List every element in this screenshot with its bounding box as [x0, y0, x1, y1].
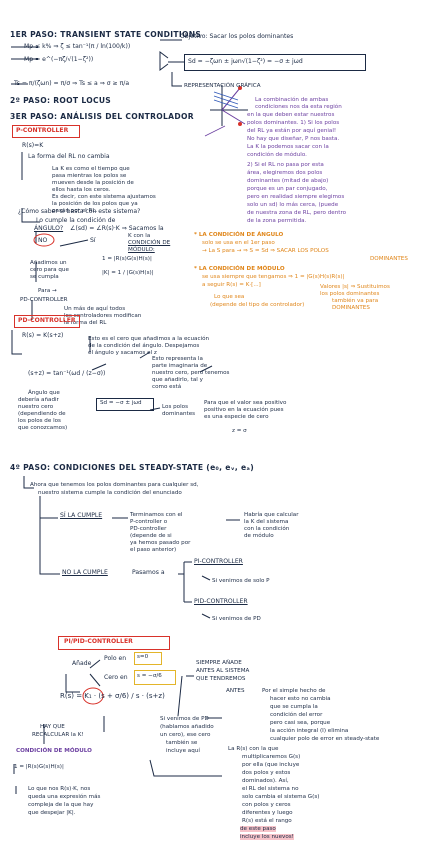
ts-condition: Ts = π/(ζωn) = π/σ ⇒ Ts ≤ a ⇒ σ ≥ π/a	[14, 80, 130, 87]
pi-rs: R(s) = K₁ · (s + σ/6) / s · (s+z)	[60, 692, 165, 700]
hay-1: HAY QUE	[40, 724, 65, 730]
pi-pid-title: PI/PID-CONTROLLER	[64, 638, 133, 645]
cero-label: Cero en	[104, 674, 128, 681]
no-cumple: NO LA CUMPLE	[62, 569, 108, 576]
p-rs-note: La forma del RL no cambia	[28, 153, 110, 160]
no-label: NO	[38, 237, 48, 244]
pd-rs: R(s) = K(s+z)	[22, 332, 64, 339]
p-controller-box	[12, 125, 80, 138]
orange2-line-5: Valores |s| ⇒ Sustituimos	[320, 284, 390, 290]
pi-controller: PI-CONTROLLER	[194, 558, 243, 565]
orange-line-1: solo se usa en el 1er paso	[202, 240, 275, 246]
pid-note: Si venimos de PD	[212, 616, 261, 622]
antes-label: ANTES	[226, 688, 245, 694]
step3-title: 3ER PASO: ANÁLISIS DEL CONTROLADOR	[10, 112, 194, 121]
orange-title-2: * LA CONDICIÓN DE MÓDULO	[194, 266, 285, 272]
pd-sd-note-2: dominantes	[162, 411, 196, 417]
pd-formula: (s+z) = tan⁻¹(ωd / (z−σ))	[28, 370, 106, 377]
step4-title: 4º PASO: CONDICIONES DEL STEADY-STATE (e…	[10, 463, 254, 472]
pd-note-2: PD-CONTROLLER	[20, 297, 68, 303]
orange2-line-1: se usa siempre que tengamos ⇒ 1 = |G(s)H…	[202, 274, 345, 280]
orange2-right-3: DOMINANTES	[332, 305, 370, 311]
orange-line-3: DOMINANTES	[370, 256, 408, 262]
step1-title: 1ER PASO: TRANSIENT STATE CONDITIONS	[10, 30, 202, 39]
polo-val: s=0	[137, 654, 149, 660]
mod-eq-2: |K| = 1 / |G(s)H(s)|	[102, 270, 154, 276]
step2-title: 2º PASO: ROOT LOCUS	[10, 96, 112, 105]
orange2-right-2: también va para	[332, 298, 379, 304]
pole-mark-upper	[238, 86, 242, 90]
orange2-line-3: Lo que sea	[214, 294, 245, 300]
polo-box	[134, 652, 162, 665]
p-rs: R(s)=K	[22, 142, 44, 149]
pi-mod-eq: 1 = |R(s)G(s)H(s)|	[14, 764, 64, 770]
angle-eq-3: CONDICIÓN DE	[128, 240, 171, 246]
angle-eq-4: MÓDULO:	[128, 247, 155, 253]
angle-eq-2: K con la	[128, 233, 151, 239]
final-highlight-1: de este paso	[240, 826, 276, 833]
pd-controller-box	[14, 315, 80, 328]
sd-box	[184, 54, 366, 71]
pole-mark-lower	[238, 122, 242, 126]
pi-note: Si venimos de solo P	[212, 578, 270, 584]
anade: Añade	[72, 660, 92, 667]
pid-controller: PID-CONTROLLER	[194, 598, 248, 605]
p-controller-label: P-CONTROLLER	[16, 127, 69, 134]
step1-goal: Objetivo: Sacar los polos dominantes	[180, 33, 294, 40]
pd-z: z = σ	[232, 428, 247, 434]
cero-box	[134, 670, 176, 685]
pd-sd: Sd = −σ ± jωd	[100, 400, 142, 406]
angle-label: ÁNGULO?	[34, 225, 64, 232]
graphic-label: REPRESENTACIÓN GRÁFICA	[184, 83, 261, 89]
step4-intro-1: Ahora que tenemos los polos dominantes p…	[30, 482, 199, 488]
hay-2: RECALCULAR la K!	[32, 732, 84, 738]
pi-pid-box	[58, 636, 170, 650]
orange-title-1: * LA CONDICIÓN DE ÁNGULO	[194, 232, 284, 238]
mp-condition: Mp ≤ k% ⇒ ζ ≤ tan⁻¹(π / ln(100/k))	[24, 43, 131, 50]
step4-intro-2: nuestro sistema cumple la condición del …	[38, 490, 182, 496]
orange-line-2: → La S para → ⇒ S = Sd ⇒ SACAR LOS POLOS	[202, 248, 329, 254]
sd-formula: Sd = −ζωn ± jωn√(1−ζ²) = −σ ± jωd	[188, 58, 303, 65]
orange2-line-2: a seguir R(s) = K·[...]	[202, 282, 261, 288]
orange2-line-4: (depende del tipo de controlador)	[210, 302, 305, 308]
mod-eq: 1 = |R(s)G(s)H(s)|	[102, 256, 152, 262]
pd-note-1: Para →	[38, 288, 57, 294]
cero-val: s = −σ/6	[137, 673, 162, 679]
polo-label: Polo en	[104, 655, 127, 662]
final-highlight-2: incluye los nuevos!	[240, 834, 294, 841]
q-angle-condition: Lo cumple la condición de	[36, 217, 116, 224]
pasamos: Pasamos a	[132, 569, 165, 576]
pd-sd-note-1: Los polos	[162, 404, 188, 410]
pd-controller-label: PD-CONTROLLER	[18, 317, 76, 324]
si-cumple: SÍ LA CUMPLE	[60, 512, 103, 519]
si-label: Sí	[90, 237, 96, 244]
modulo-label: CONDICIÓN DE MÓDULO	[16, 748, 92, 754]
mp-formula: Mp = e^(−πζ/√(1−ζ²))	[24, 56, 94, 63]
angle-eq: ∠(sd) = ∠R(s)·K ⇒ Sacamos la	[70, 225, 164, 232]
orange2-line-6: los polos dominantes	[320, 291, 380, 297]
pd-sd-box	[96, 398, 154, 411]
q-is-enough: ¿Cómo saber si basta con este sistema?	[18, 208, 141, 215]
